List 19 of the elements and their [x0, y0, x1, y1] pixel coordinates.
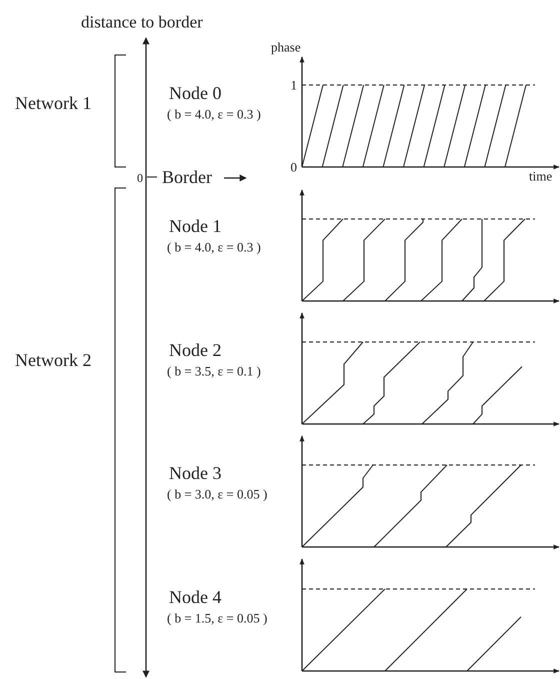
node-name: Node 0: [169, 84, 222, 102]
axis-title: time: [529, 170, 552, 182]
node-name: Node 3: [169, 464, 222, 482]
tick-label: 1: [290, 78, 297, 92]
node-name: Node 4: [169, 588, 222, 606]
node-name: Node 1: [169, 217, 222, 235]
axis-title: phase: [271, 40, 301, 54]
parameter-text: ( b = 3.0, ε = 0.05 ): [167, 488, 268, 500]
axis-title: distance to border: [81, 14, 203, 30]
border-label: Border: [162, 168, 212, 186]
tick-label: 0: [137, 172, 143, 184]
parameter-text: ( b = 4.0, ε = 0.3 ): [167, 108, 261, 120]
parameter-text: ( b = 3.5, ε = 0.1 ): [167, 364, 261, 378]
node-name: Node 2: [169, 341, 222, 359]
tick-label: 0: [290, 160, 297, 174]
parameter-text: ( b = 1.5, ε = 0.05 ): [167, 612, 268, 624]
parameter-text: ( b = 4.0, ε = 0.3 ): [167, 240, 261, 254]
group-label: Network 1: [15, 94, 92, 112]
group-label: Network 2: [15, 351, 92, 369]
